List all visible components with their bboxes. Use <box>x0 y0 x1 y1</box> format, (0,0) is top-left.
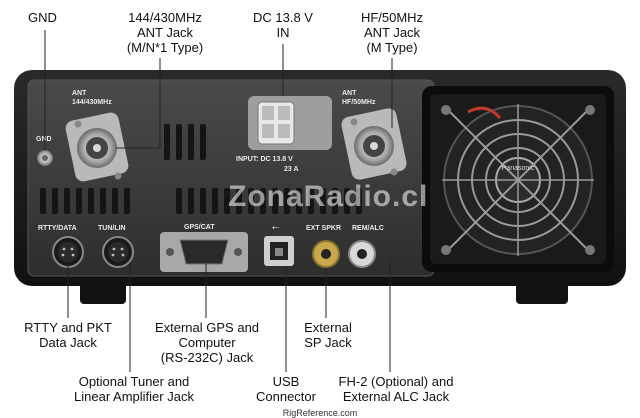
dc-input-panel-label-2: 23 A <box>284 166 299 173</box>
vent-slots-upper <box>164 124 206 160</box>
callout-gnd: GND <box>28 10 57 25</box>
callout-gps-line-2: Computer <box>178 335 236 350</box>
callout-rtty-line-2: Data Jack <box>39 335 97 350</box>
rtty-data-jack <box>52 236 84 268</box>
ant-hf-panel-label-2: HF/50MHz <box>342 99 376 106</box>
callout-ext-sp: External SP Jack <box>290 320 366 350</box>
callout-alc-line-2: External ALC Jack <box>342 389 450 404</box>
foot-left <box>80 282 126 304</box>
tun-panel-label: TUN/LIN <box>98 225 126 232</box>
dc-input-panel-label-1: INPUT: DC 13.8 V <box>236 156 293 163</box>
watermark: ZonaRadio.cl <box>228 180 429 213</box>
ext-spkr-panel-label: EXT SPKR <box>306 225 341 232</box>
callout-alc-line-1: FH-2 (Optional) and <box>338 374 454 389</box>
callout-tuner: Optional Tuner and Linear Amplifier Jack <box>58 374 210 404</box>
callout-ant-vhf-line-1: 144/430MHz <box>128 10 202 25</box>
callout-usb-line-2: Connector <box>256 389 316 404</box>
callout-rtty-line-1: RTTY and PKT <box>24 320 112 335</box>
footer-credit: RigReference.com <box>282 408 358 418</box>
ant-vhf-connector <box>65 112 129 182</box>
callout-tuner-line-2: Linear Amplifier Jack <box>74 389 194 404</box>
ant-vhf-panel-label-2: 144/430MHz <box>72 99 112 106</box>
rem-alc-panel-label: REM/ALC <box>352 225 384 232</box>
rtty-panel-label: RTTY/DATA <box>38 225 77 232</box>
callout-ant-hf-line-3: (M Type) <box>366 40 418 55</box>
callout-ext-sp-line-1: External <box>304 320 352 335</box>
callout-dc-in-line-2: IN <box>276 25 290 40</box>
callout-ant-hf-line-2: ANT Jack <box>363 25 421 40</box>
callout-ant-hf: HF/50MHz ANT Jack (M Type) <box>344 10 440 55</box>
dc-power-connector <box>248 96 332 150</box>
callout-ant-vhf-line-2: ANT Jack <box>136 25 194 40</box>
callout-usb: USB Connector <box>246 374 326 404</box>
gnd-panel-label: GND <box>36 136 52 143</box>
usb-icon: ⭠ <box>272 223 279 233</box>
foot-right <box>516 282 568 304</box>
callout-gps-line-1: External GPS and <box>154 320 260 335</box>
callout-tuner-line-1: Optional Tuner and <box>78 374 190 389</box>
callout-ext-sp-line-2: SP Jack <box>304 335 352 350</box>
callout-lines <box>44 30 393 372</box>
ant-hf-panel-label-1: ANT <box>342 90 357 97</box>
callout-rtty: RTTY and PKT Data Jack <box>8 320 128 350</box>
gps-panel-label: GPS/CAT <box>184 224 215 231</box>
fan-brand-label: Panasonic <box>502 165 535 172</box>
callout-ant-vhf: 144/430MHz ANT Jack (M/N*1 Type) <box>114 10 216 55</box>
usb-port <box>264 236 294 266</box>
tun-lin-jack <box>102 236 134 268</box>
callout-gps-line-3: (RS-232C) Jack <box>160 350 254 365</box>
callout-usb-line-1: USB <box>272 374 300 389</box>
gnd-terminal <box>37 150 53 166</box>
gps-cat-db9-connector <box>160 232 248 272</box>
callout-dc-in: DC 13.8 V IN <box>238 10 328 40</box>
ant-vhf-panel-label-1: ANT <box>72 90 87 97</box>
cooling-fan: Panasonic <box>430 94 606 264</box>
callout-gps: External GPS and Computer (RS-232C) Jack <box>140 320 274 365</box>
ext-spkr-jack <box>312 240 340 268</box>
rem-alc-jack <box>348 240 376 268</box>
callout-gnd-text: GND <box>28 10 57 25</box>
callout-ant-hf-line-1: HF/50MHz <box>360 10 424 25</box>
ant-hf-connector <box>341 108 407 180</box>
callout-alc: FH-2 (Optional) and External ALC Jack <box>322 374 470 404</box>
vent-slots-lower-middle <box>176 188 362 214</box>
vent-slots-lower-left <box>40 188 130 214</box>
callout-dc-in-line-1: DC 13.8 V <box>253 10 313 25</box>
callout-ant-vhf-line-3: (M/N*1 Type) <box>126 40 204 55</box>
